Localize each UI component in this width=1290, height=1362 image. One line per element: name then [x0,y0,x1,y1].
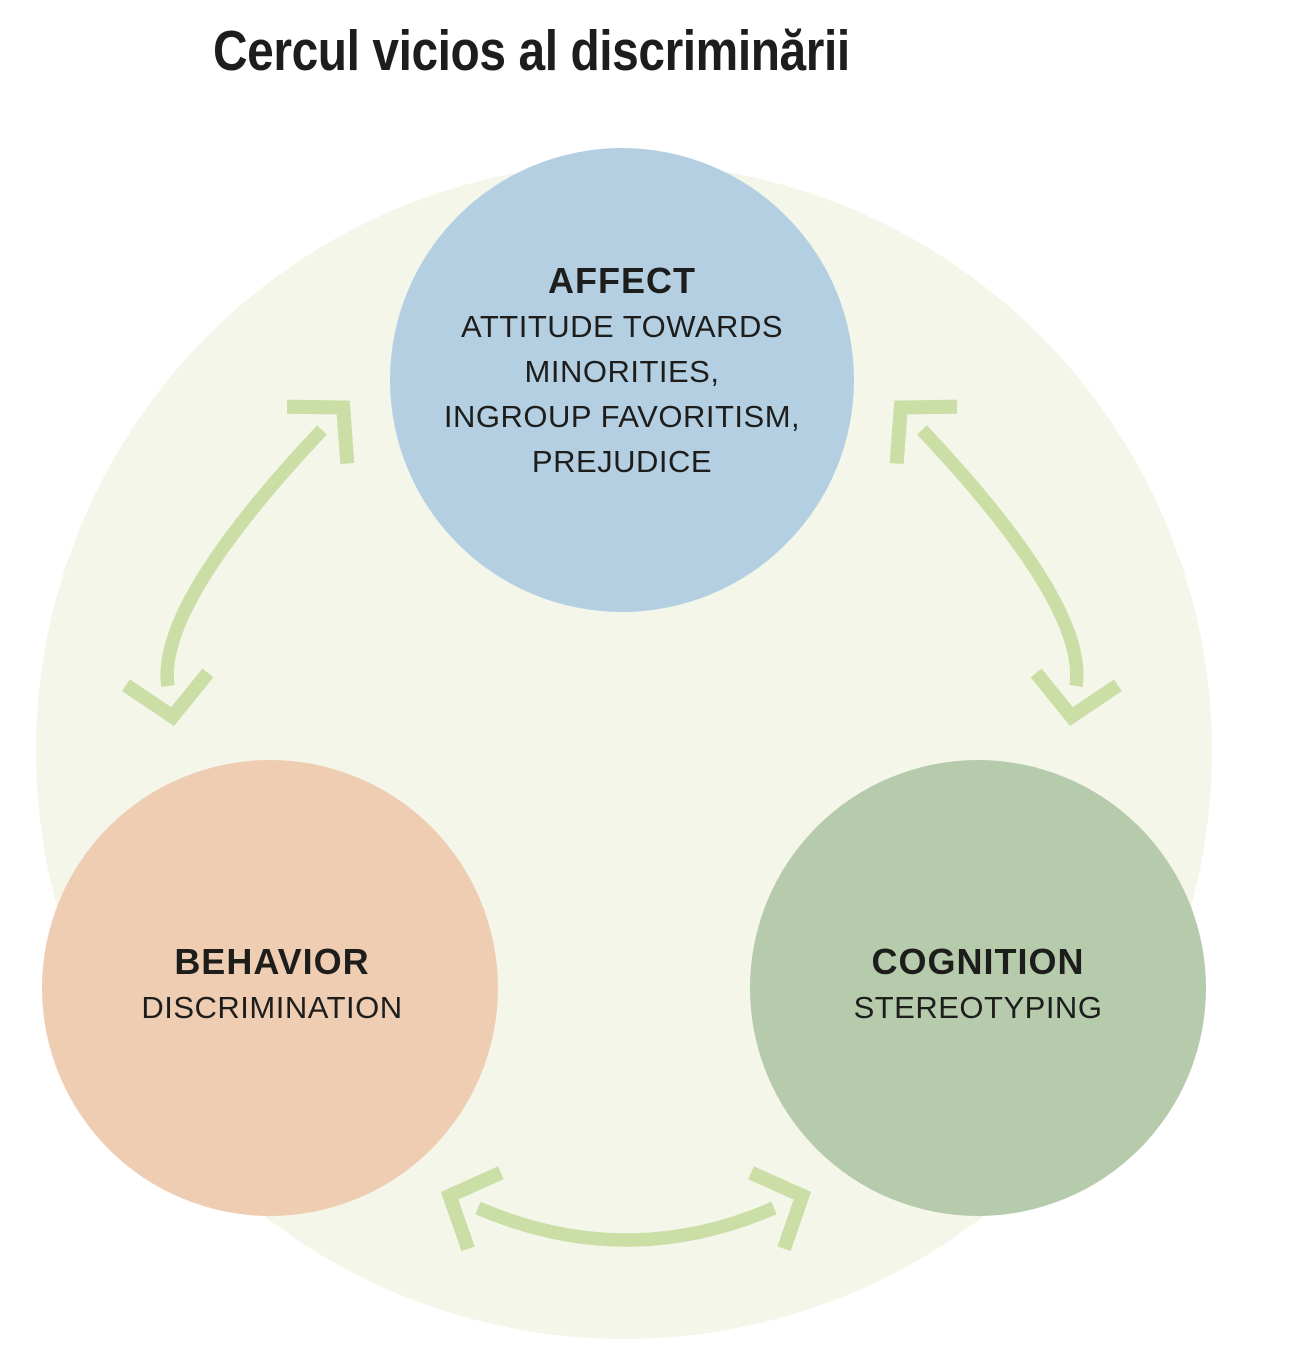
arrow-behavior-cognition [440,1166,812,1252]
node-affect-subline: ATTITUDE TOWARDS [460,309,784,344]
node-cognition: COGNITION STEREOTYPING [748,939,1208,1030]
node-affect: AFFECT ATTITUDE TOWARDS MINORITIES, INGR… [372,258,872,484]
cognition-circle [750,760,1206,1216]
arrow-affect-behavior [122,399,355,726]
node-behavior: BEHAVIOR DISCRIMINATION [42,939,502,1030]
arrow-affect-cognition [889,399,1122,726]
affect-circle [390,148,854,612]
node-affect-subline: MINORITIES, [524,354,720,389]
node-cognition-subline: STEREOTYPING [853,990,1103,1025]
node-affect-label: AFFECT [548,260,696,301]
node-cognition-label: COGNITION [871,941,1085,982]
node-affect-subline: INGROUP FAVORITISM, [443,399,801,434]
node-behavior-subline: DISCRIMINATION [141,990,403,1025]
page-title: Cercul vicios al discriminării [213,19,850,83]
behavior-circle [42,760,498,1216]
node-affect-subline: PREJUDICE [531,444,713,479]
node-behavior-label: BEHAVIOR [174,941,370,982]
